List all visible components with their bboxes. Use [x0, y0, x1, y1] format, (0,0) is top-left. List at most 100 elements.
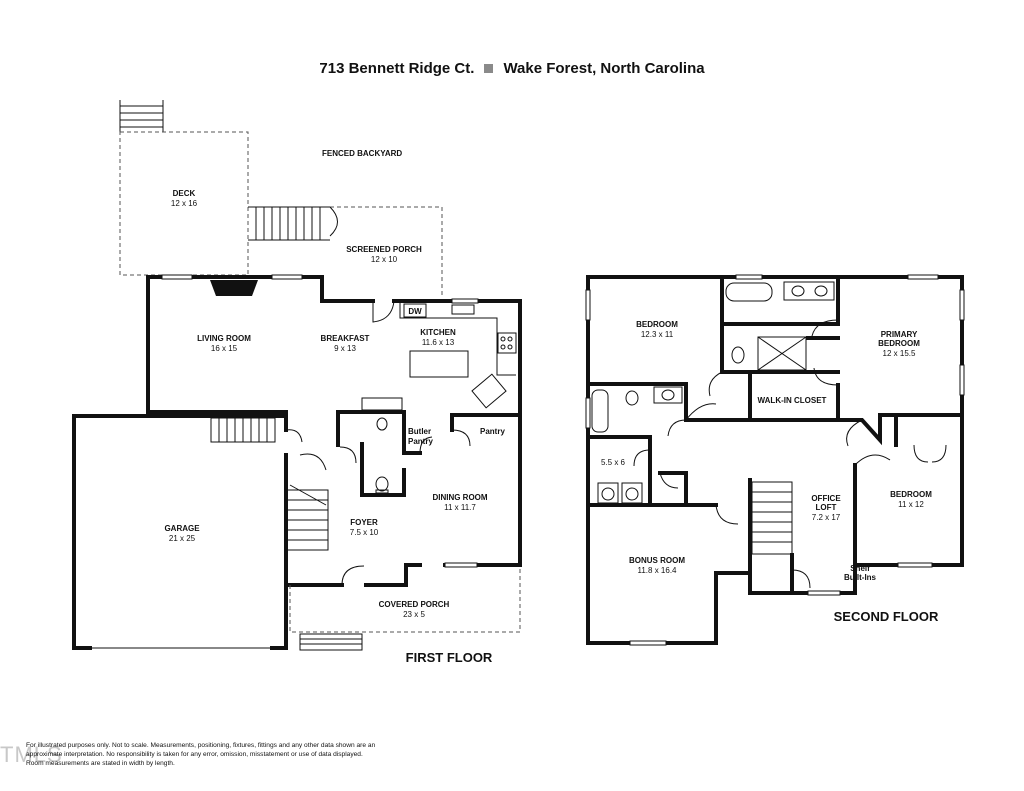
door-swing: [846, 419, 863, 447]
door-swing: [667, 419, 687, 437]
fireplace: [210, 280, 258, 296]
dishwasher-label: DW: [408, 307, 422, 316]
bonus-room-dims: 11.8 x 16.4: [638, 566, 678, 575]
door-swing: [715, 504, 739, 525]
kitchen-label: KITCHEN: [420, 328, 456, 337]
window: [585, 397, 591, 429]
bathtub-icon: [591, 389, 609, 433]
window: [585, 289, 591, 321]
kitchen-sink: [451, 304, 475, 315]
vanity: [653, 386, 683, 404]
window: [271, 274, 303, 280]
screened-porch-outline: [330, 206, 443, 298]
laundry-dims: 5.5 x 6: [601, 458, 626, 467]
living-room-label: LIVING ROOM: [197, 334, 251, 343]
linen-wall: [658, 471, 688, 507]
refrigerator: [471, 373, 507, 409]
first-floor-walls-north: [146, 275, 375, 414]
deck-stairs: [119, 100, 164, 132]
disclaimer-line: Room measurements are stated in width by…: [26, 760, 175, 767]
powder-room-wall: [360, 442, 406, 497]
bonus-room-label: BONUS ROOM: [629, 556, 685, 565]
window: [897, 562, 933, 568]
city-text: Wake Forest, North Carolina: [503, 60, 705, 77]
window: [959, 289, 965, 321]
second-floor-plan: BEDROOM 12.3 x 11 PRIMARY BEDROOM 12 x 1…: [585, 274, 965, 646]
bedroom-nw-dims: 12.3 x 11: [641, 330, 674, 339]
kitchen-dims: 11.6 x 13: [422, 338, 455, 347]
bath-wall: [720, 370, 752, 422]
garage-dims: 21 x 25: [169, 534, 196, 543]
door-swing: [708, 371, 723, 397]
pantry-door-swing: [451, 429, 471, 447]
shower: [757, 336, 807, 371]
dryer-icon: [621, 482, 643, 504]
loft-stairs: [751, 481, 793, 555]
deck-outline: [119, 131, 249, 276]
address-text: 713 Bennett Ridge Ct.: [319, 60, 475, 77]
office-loft-label-1: OFFICE: [811, 494, 841, 503]
toilet-icon: [375, 476, 389, 492]
washer-icon: [597, 482, 619, 504]
dining-room-dims: 11 x 11.7: [444, 503, 476, 512]
foyer-stairs: [285, 453, 329, 551]
office-loft-label-2: LOFT: [816, 503, 837, 512]
toilet-icon: [731, 346, 745, 364]
door-swing: [659, 472, 679, 489]
built-ins-label: Built-Ins: [844, 573, 877, 582]
half-bath-wall: [336, 410, 422, 455]
door-swing: [633, 449, 651, 467]
first-floor-walls-south: [364, 563, 422, 587]
dishwasher: [403, 303, 427, 318]
vanity: [783, 281, 835, 301]
hall-north-wall: [684, 413, 964, 446]
door-swing: [791, 569, 811, 589]
walk-in-closet-label: WALK-IN CLOSET: [758, 396, 827, 405]
deck-dims: 12 x 16: [171, 199, 198, 208]
covered-porch-dims: 23 x 5: [403, 610, 425, 619]
dining-room-label: DINING ROOM: [432, 493, 487, 502]
door-swing: [685, 403, 717, 421]
separator-square-icon: [484, 64, 494, 74]
living-south-wall: [146, 410, 288, 432]
foyer-dims: 7.5 x 10: [350, 528, 379, 537]
burner: [500, 344, 506, 350]
closet-door-swing: [931, 444, 947, 463]
second-floor-title: SECOND FLOOR: [834, 609, 939, 624]
office-loft-dims: 7.2 x 17: [812, 513, 841, 522]
pantry-label: Pantry: [480, 427, 505, 436]
window: [735, 274, 763, 280]
covered-porch-label: COVERED PORCH: [379, 600, 450, 609]
watermark-logo: TMLS: [0, 742, 63, 767]
kitchen-counter: [399, 303, 516, 376]
butler-pantry-counter: [361, 397, 403, 411]
breakfast-dims: 9 x 13: [334, 344, 356, 353]
primary-bedroom-label-2: BEDROOM: [878, 339, 920, 348]
burner: [507, 336, 513, 342]
primary-bedroom-dims: 12 x 15.5: [883, 349, 916, 358]
butler-pantry-label-2: Pantry: [408, 437, 433, 446]
bedroom-e-dims: 11 x 12: [898, 500, 924, 509]
disclaimer-line: For illustrated purposes only. Not to sc…: [26, 742, 376, 749]
covered-porch-outline: [289, 568, 521, 633]
bathtub-icon: [725, 282, 773, 302]
kitchen-island: [409, 350, 469, 378]
garage-stairs: [210, 417, 276, 443]
primary-bedroom-label-1: PRIMARY: [881, 330, 918, 339]
garage-door-swing: [285, 429, 303, 443]
burner: [500, 336, 506, 342]
window: [907, 274, 939, 280]
garage-walls: [72, 414, 288, 650]
cooktop: [497, 332, 517, 354]
plan-header: 713 Bennett Ridge Ct. Wake Forest, North …: [0, 60, 1024, 77]
door-swing: [854, 454, 891, 466]
garage-label: GARAGE: [164, 524, 200, 533]
bedroom-e-label: BEDROOM: [890, 490, 932, 499]
front-door-swing: [341, 565, 365, 586]
living-room-dims: 16 x 15: [211, 344, 238, 353]
door-swing: [813, 367, 839, 386]
burner: [507, 344, 513, 350]
bedroom-nw-label: BEDROOM: [636, 320, 678, 329]
window: [444, 562, 478, 568]
